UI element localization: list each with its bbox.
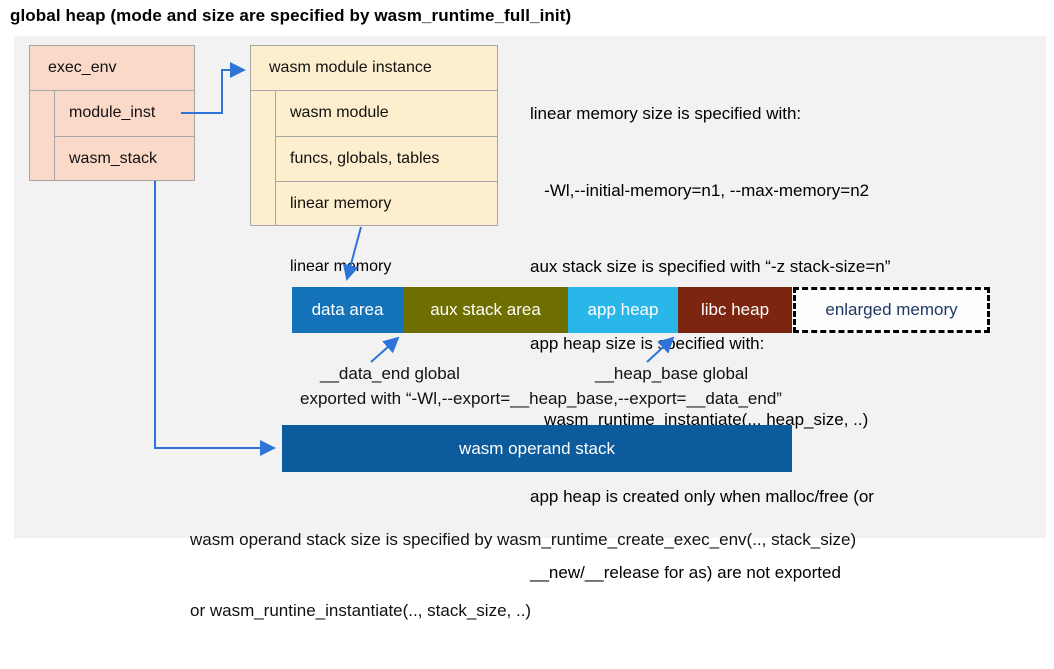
exec-env-row-module-inst: module_inst xyxy=(54,91,194,136)
segment-aux-stack-area: aux stack area xyxy=(403,287,568,333)
note-line: aux stack size is specified with “-z sta… xyxy=(530,257,891,276)
segment-enlarged-memory: enlarged memory xyxy=(793,287,990,333)
module-instance-rows: wasm module funcs, globals, tables linea… xyxy=(275,91,497,226)
exec-env-box: exec_env module_inst wasm_stack xyxy=(29,45,195,181)
module-instance-box: wasm module instance wasm module funcs, … xyxy=(250,45,498,226)
memory-size-notes: linear memory size is specified with: -W… xyxy=(530,50,890,637)
exec-env-rows: module_inst wasm_stack xyxy=(54,91,194,181)
data-end-global-label: __data_end global xyxy=(320,364,460,383)
segment-app-heap: app heap xyxy=(568,287,678,333)
note-line: app heap is created only when malloc/fre… xyxy=(530,486,874,506)
module-instance-header: wasm module instance xyxy=(251,46,497,91)
segment-libc-heap: libc heap xyxy=(678,287,792,333)
exec-env-row-wasm-stack: wasm_stack xyxy=(54,136,194,181)
module-instance-row-funcs-globals-tables: funcs, globals, tables xyxy=(275,136,497,181)
page-title: global heap (mode and size are specified… xyxy=(10,6,572,25)
note-line: linear memory size is specified with: xyxy=(530,104,802,123)
wasm-operand-stack-bar: wasm operand stack xyxy=(282,425,792,472)
operand-stack-notes: wasm operand stack size is specified by … xyxy=(190,481,856,669)
diagram-canvas: global heap (mode and size are specified… xyxy=(10,6,1046,620)
exec-env-header: exec_env xyxy=(30,46,194,91)
note-line: wasm operand stack size is specified by … xyxy=(190,530,857,549)
exported-flags-label: exported with “-Wl,--export=__heap_base,… xyxy=(300,389,782,408)
module-instance-row-linear-memory: linear memory xyxy=(275,181,497,226)
note-line: -Wl,--initial-memory=n1, --max-memory=n2 xyxy=(530,180,870,200)
segment-data-area: data area xyxy=(292,287,403,333)
note-line: app heap size is specified with: xyxy=(530,333,765,353)
heap-base-global-label: __heap_base global xyxy=(595,364,749,383)
note-line: wasm_runtime_instantiate(.., heap_size, … xyxy=(530,410,869,429)
note-line: or wasm_runtine_instantiate(.., stack_si… xyxy=(190,600,532,620)
linear-memory-label: linear memory xyxy=(290,258,392,275)
module-instance-row-wasm-module: wasm module xyxy=(275,91,497,136)
